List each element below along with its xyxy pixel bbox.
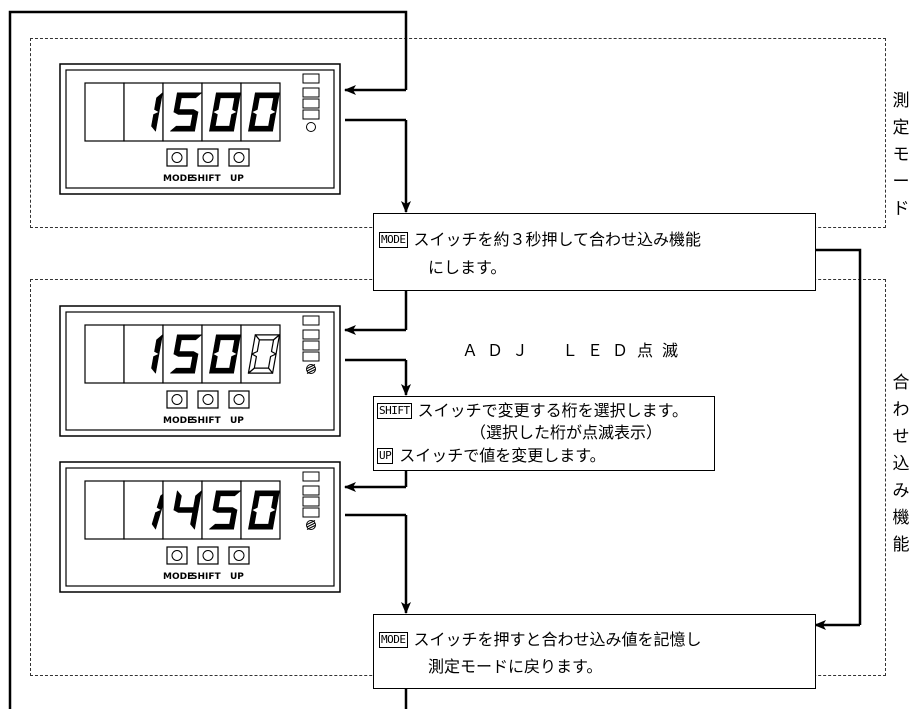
digit-cell (240, 82, 281, 142)
digit-segment (154, 92, 163, 113)
step-1-box: MODE スイッチを約３秒押して合わせ込み機能 にします。 (373, 213, 816, 291)
digit-segment (212, 92, 221, 113)
mode-label-char: 定 (892, 118, 910, 138)
digit-segment (251, 490, 260, 511)
digit-segment (271, 490, 280, 511)
adjust-mode-label: 合わせ込み機能 (890, 370, 912, 559)
indicator-lamp (302, 87, 320, 98)
step-3-text-line2: 測定モードに戻ります。 (428, 657, 603, 676)
button-label: MODE (163, 572, 193, 582)
button-label: MODE (163, 174, 193, 184)
digit-segment (248, 509, 257, 530)
digit-segment (209, 111, 218, 132)
indicator-lamp (302, 73, 320, 84)
digit-segment (170, 125, 195, 132)
digit-cell (201, 324, 242, 384)
mode-key-label: MODE (379, 632, 408, 648)
indicator-lamp (302, 351, 320, 362)
digit-segment (271, 92, 280, 113)
digit-segment (251, 92, 260, 113)
mode-label-char: モ (892, 145, 910, 165)
indicator-lamp (302, 329, 320, 340)
indicator-lamp (302, 485, 320, 496)
mode-label-char: 合 (892, 373, 910, 393)
digit-segment (270, 334, 281, 355)
step-3-box: MODE スイッチを押すと合わせ込み値を記憶し 測定モードに戻ります。 (373, 614, 816, 689)
button-label: SHIFT (191, 416, 222, 426)
digit-segment (232, 92, 241, 113)
digit-cell (240, 480, 281, 540)
indicator-lamp (302, 471, 320, 482)
indicator-lamp (302, 340, 320, 351)
digit-segment (193, 490, 202, 511)
digit-cell (123, 324, 164, 384)
digit-segment (209, 353, 218, 374)
digit-cell (84, 82, 125, 142)
digit-cell (84, 480, 125, 540)
digit-segment (212, 334, 221, 355)
button-label: SHIFT (191, 572, 222, 582)
digit-segment (232, 334, 241, 355)
adj-led-note: ＡＤＪ ＬＥＤ点滅 (462, 341, 688, 360)
indicator-lamp (302, 507, 320, 518)
digit-segment (151, 353, 160, 374)
mode-label-char: ー (892, 172, 910, 192)
mode-label-char: み (892, 481, 910, 501)
digit-cell (201, 82, 242, 142)
digit-segment (209, 523, 234, 530)
button-label: SHIFT (191, 174, 222, 184)
mode-label-char: わ (892, 400, 910, 420)
button-label: UP (230, 416, 244, 426)
up-key-label: UP (377, 448, 394, 464)
mode-label-char: 機 (892, 508, 910, 528)
button-label: UP (230, 572, 244, 582)
measure-mode-label: 測定モード (890, 88, 912, 223)
indicator-lamp (302, 98, 320, 109)
step-2-text-line1: スイッチで変更する桁を選択します。 (417, 401, 689, 420)
indicator-lamp (302, 315, 320, 326)
button-label: UP (230, 174, 244, 184)
step-1-text-line1: スイッチを約３秒押して合わせ込み機能 (413, 230, 702, 249)
digit-segment (170, 367, 195, 374)
mode-label-char: せ (892, 427, 910, 447)
digit-segment (247, 353, 258, 374)
bypass-line (815, 248, 862, 625)
digit-cell (123, 82, 164, 142)
mode-label-char: 込 (892, 454, 910, 474)
digit-segment (190, 509, 199, 530)
step-2-box: SHIFT スイッチで変更する桁を選択します。 （選択した桁が点滅表示） UP スイ… (373, 396, 715, 471)
mode-key-label: MODE (379, 232, 408, 248)
digit-cell (240, 324, 281, 384)
digit-segment (154, 334, 163, 355)
step-2-text-line2: （選択した桁が点滅表示） (470, 423, 663, 442)
digit-cell (123, 480, 164, 540)
adj-led-icon (306, 122, 316, 132)
indicator-lamp (302, 109, 320, 120)
digit-cell (84, 324, 125, 384)
mode-label-char: ド (892, 199, 910, 219)
digit-segment (151, 111, 160, 132)
return-loop-line (8, 10, 408, 709)
step-1-text-line2: にします。 (428, 258, 507, 277)
digit-segment (151, 509, 162, 530)
step-2-text-line3: スイッチで値を変更します。 (399, 446, 606, 465)
step-3-text-line1: スイッチを押すと合わせ込み値を記憶し (413, 630, 702, 649)
mode-label-char: 測 (892, 91, 910, 111)
shift-key-label: SHIFT (377, 403, 412, 419)
digit-segment (251, 334, 261, 355)
digit-segment (248, 111, 257, 132)
button-label: MODE (163, 416, 193, 426)
mode-label-char: 能 (892, 535, 910, 555)
indicator-lamp (302, 496, 320, 507)
